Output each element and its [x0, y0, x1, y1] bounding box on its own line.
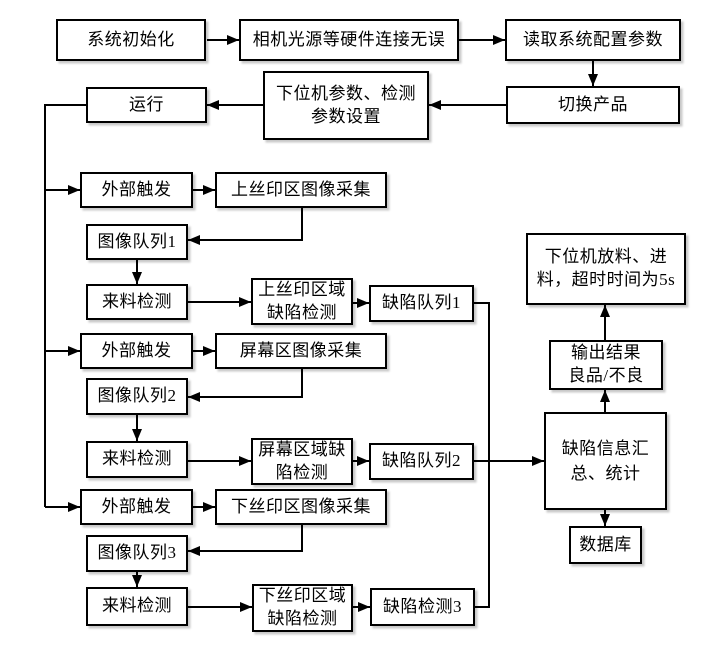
node-incoming-check-3: 来料检测: [86, 587, 188, 626]
node-lower-silkscreen-defect: 下丝印区域 缺陷检测: [252, 584, 353, 632]
edge-run-trunk-line: [44, 104, 86, 507]
node-external-trigger-3: 外部触发: [80, 489, 193, 525]
node-lower-silkscreen-capture: 下丝印区图像采集: [215, 489, 387, 525]
node-image-queue-1: 图像队列1: [86, 224, 188, 260]
node-read-config: 读取系统配置参数: [505, 19, 681, 61]
node-incoming-check-1: 来料检测: [86, 284, 188, 320]
node-image-queue-2: 图像队列2: [86, 378, 188, 415]
node-screen-defect: 屏幕区域缺 陷检测: [251, 438, 353, 485]
node-run: 运行: [86, 87, 207, 123]
edge-lower-capture-to-img-queue-3: [188, 525, 303, 556]
node-system-init: 系统初始化: [56, 19, 206, 61]
node-external-trigger-1: 外部触发: [80, 172, 193, 208]
node-unload-feed: 下位机放料、进 料，超时时间为5s: [526, 233, 686, 305]
node-screen-capture: 屏幕区图像采集: [215, 333, 387, 369]
node-database: 数据库: [569, 526, 642, 564]
node-defect-check-3: 缺陷检测3: [370, 588, 475, 626]
node-incoming-check-2: 来料检测: [86, 441, 188, 478]
node-switch-product: 切换产品: [506, 86, 680, 124]
node-external-trigger-2: 外部触发: [80, 333, 193, 369]
node-defect-queue-1: 缺陷队列1: [369, 285, 474, 322]
node-defect-queue-2: 缺陷队列2: [369, 443, 474, 480]
edge-defect-merge-line: [474, 302, 490, 608]
node-defect-summary: 缺陷信息汇 总、统计: [544, 412, 667, 510]
node-hardware-check: 相机光源等硬件连接无误: [239, 19, 459, 61]
node-output-result: 输出结果 良品/不良: [549, 340, 663, 390]
edge-screen-capture-to-img-queue-2: [188, 369, 303, 402]
node-param-setting: 下位机参数、检测 参数设置: [263, 71, 429, 140]
node-upper-silkscreen-capture: 上丝印区图像采集: [215, 172, 387, 208]
node-image-queue-3: 图像队列3: [86, 535, 188, 572]
node-upper-silkscreen-defect: 上丝印区域 缺陷检测: [251, 278, 353, 325]
edge-upper-capture-to-img-queue-1: [188, 208, 303, 245]
